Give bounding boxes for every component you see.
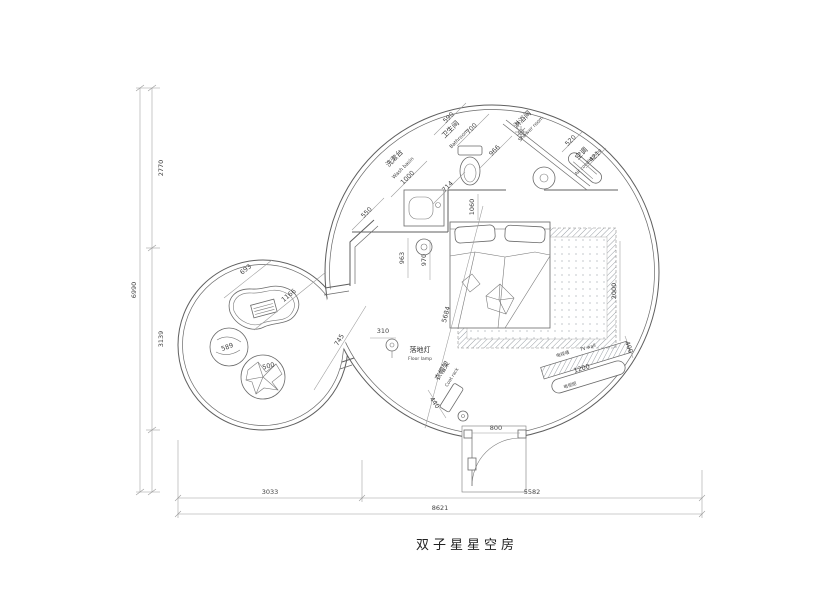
dim-6990: 6990 xyxy=(130,282,138,299)
passage-walls xyxy=(323,283,355,370)
dim-800: 800 xyxy=(490,424,502,432)
drawing-title: 双子星星空房 xyxy=(416,537,518,553)
floor-lamp-label-cn: 落地灯 xyxy=(410,345,431,354)
round-chair-large xyxy=(240,354,286,400)
dim-1060: 1060 xyxy=(468,199,476,216)
round-chair-small xyxy=(209,327,249,367)
wash-basin xyxy=(403,189,445,227)
dim-970: 970 xyxy=(420,254,428,266)
bed xyxy=(449,221,551,329)
nightstand xyxy=(415,238,433,256)
dim-2000: 2000 xyxy=(610,283,618,300)
tv-wall-label-en: TV wall xyxy=(578,343,596,354)
coat-rack xyxy=(439,383,469,422)
tv-wall-label-cn: 电视墙 xyxy=(555,349,570,360)
dim-963: 963 xyxy=(398,252,406,264)
dim-500: 500 xyxy=(261,361,275,372)
door-opening xyxy=(462,426,526,442)
dim-2770: 2770 xyxy=(157,160,165,177)
dimension-lines xyxy=(135,84,706,518)
dim-8621: 8621 xyxy=(432,504,449,512)
dim-589: 589 xyxy=(220,341,234,353)
passage-opening xyxy=(309,279,363,365)
tv-wall: 电视墙 TV wall 1200 电视柜 xyxy=(540,340,631,394)
tv-cabinet-label: 电视柜 xyxy=(563,380,578,391)
air-conditioner-unit xyxy=(568,152,602,184)
dim-310: 310 xyxy=(377,327,389,335)
toilet-icon xyxy=(457,145,483,186)
dim-3139: 3139 xyxy=(157,331,165,348)
floor-lamp-icon xyxy=(385,338,399,358)
dim-5582: 5582 xyxy=(524,488,541,496)
floor-lamp-label-en: Floor lamp xyxy=(408,356,432,362)
dim-3033: 3033 xyxy=(262,488,279,496)
kidney-table xyxy=(228,285,300,330)
exhaust-fan-icon xyxy=(532,166,556,190)
shower-head-icon xyxy=(515,126,527,138)
bathroom-walls xyxy=(352,189,618,233)
entry-alcove-walls xyxy=(349,219,379,286)
entry-door xyxy=(461,425,527,493)
dim-400: 400 xyxy=(623,340,635,354)
